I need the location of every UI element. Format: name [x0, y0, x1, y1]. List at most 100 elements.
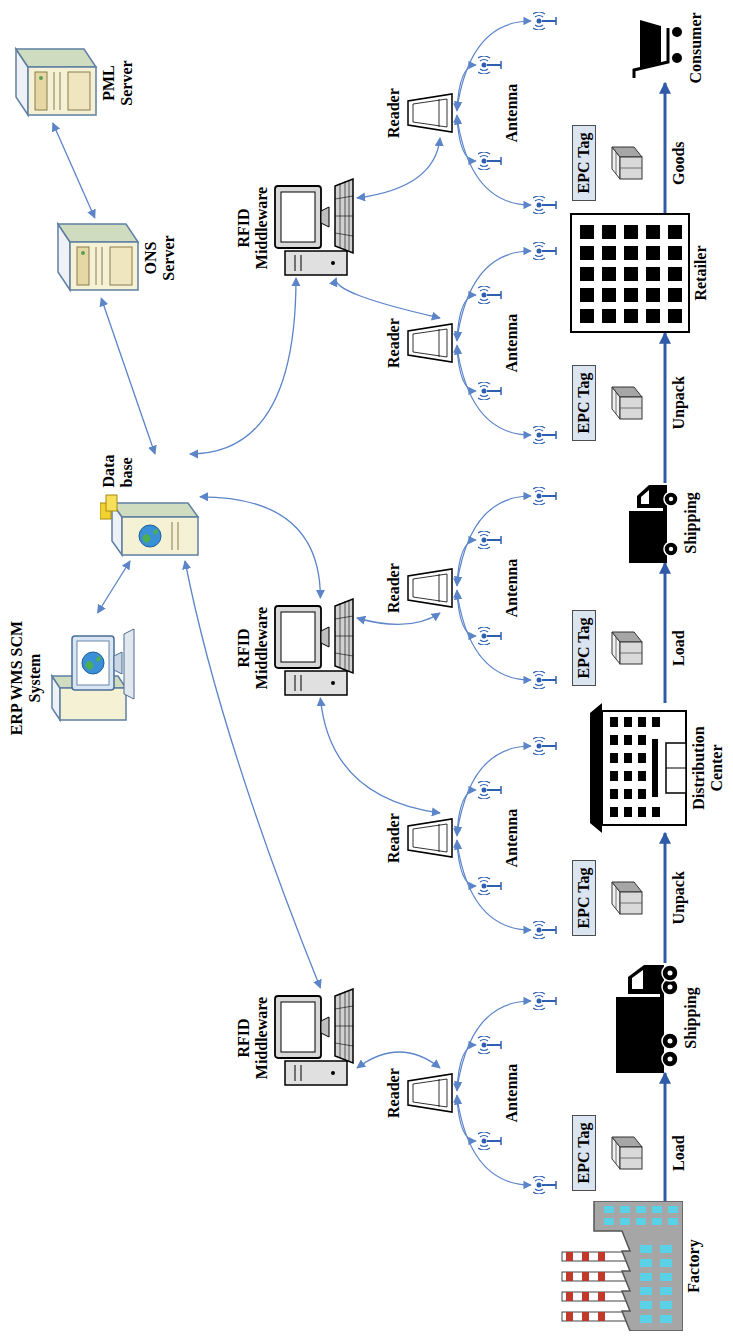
- part-label: Unpack: [670, 376, 688, 429]
- node-label: ONS Server: [142, 235, 178, 280]
- link-arrow: [190, 278, 296, 454]
- reader-node: Reader: [385, 1068, 455, 1118]
- node-icon: [610, 963, 680, 1073]
- node-icon: [52, 629, 134, 720]
- package-icon: [612, 387, 642, 419]
- node-icon: [275, 179, 353, 275]
- middleware-node: RFID Middleware: [235, 988, 357, 1088]
- node-label: EPC Tag: [575, 133, 593, 194]
- node-label: EPC Tag: [575, 868, 593, 929]
- node-icon: [408, 819, 452, 857]
- node-icon: [405, 566, 455, 610]
- node-label: Reader: [385, 88, 403, 138]
- node-icon: [275, 989, 353, 1085]
- part-label: Unpack: [670, 871, 688, 924]
- node-icon: [408, 324, 452, 362]
- antenna-group: [457, 737, 556, 939]
- node-icon: [629, 485, 678, 563]
- link-arrow: [320, 698, 440, 813]
- reader-node: Reader: [385, 88, 455, 138]
- node-icon: [625, 483, 680, 563]
- node-icon: [408, 569, 452, 607]
- link-arrow: [357, 1052, 440, 1068]
- node-label: Consumer: [687, 12, 705, 83]
- database-node: Data base: [100, 455, 200, 562]
- node-icon: [16, 49, 96, 115]
- tag-box: EPC Tag: [572, 365, 596, 442]
- antenna-group: [457, 242, 556, 444]
- node-icon: [408, 94, 452, 132]
- node-label: Data base: [100, 455, 136, 488]
- part-label: Antenna: [503, 1064, 521, 1123]
- node-icon: [630, 18, 685, 78]
- consumer-node: Consumer: [630, 12, 705, 83]
- node-label: Reader: [385, 813, 403, 863]
- flow-arrow: [664, 563, 667, 703]
- node-icon: [8, 43, 98, 123]
- link-arrow: [101, 298, 155, 454]
- part-label: Antenna: [503, 84, 521, 143]
- tag-box: EPC Tag: [572, 860, 596, 937]
- link-arrow: [53, 123, 95, 218]
- antenna-group: [457, 487, 556, 689]
- package-icon: [612, 882, 642, 914]
- part-label: Load: [670, 1135, 688, 1171]
- node-icon: [562, 1201, 683, 1331]
- package-icon: [612, 1137, 642, 1169]
- node-label: EPC Tag: [575, 373, 593, 434]
- node-label: Distribution Center: [690, 726, 726, 810]
- server-node: ONS Server: [50, 218, 178, 298]
- node-label: PML Server: [100, 60, 136, 105]
- flow-arrow: [664, 1073, 667, 1201]
- node-icon: [275, 599, 353, 695]
- part-label: Load: [670, 630, 688, 666]
- retailer-node: Retailer: [570, 213, 710, 333]
- node-icon: [50, 218, 140, 298]
- reader-node: Reader: [385, 813, 455, 863]
- node-icon: [405, 1071, 455, 1115]
- antenna-group: [457, 992, 556, 1194]
- link-arrow: [357, 138, 440, 198]
- flow-arrow: [664, 833, 667, 963]
- link-arrow: [336, 278, 440, 318]
- middleware-node: RFID Middleware: [235, 178, 357, 278]
- tag-box: EPC Tag: [572, 125, 596, 202]
- node-icon: [273, 178, 357, 278]
- reader-node: Reader: [385, 318, 455, 368]
- node-label: Reader: [385, 1068, 403, 1118]
- node-label: ERP WMS SCM System: [8, 613, 44, 743]
- node-label: Reader: [385, 318, 403, 368]
- part-label: Antenna: [503, 559, 521, 618]
- server-node: PML Server: [8, 43, 136, 123]
- tag-box: EPC Tag: [572, 1115, 596, 1192]
- node-icon: [590, 703, 686, 833]
- package-icon: [612, 632, 642, 664]
- link-arrow: [98, 561, 130, 613]
- antenna-group: [457, 12, 556, 214]
- truck-node: Shipping: [610, 963, 700, 1073]
- package-icon: [612, 147, 642, 179]
- node-icon: [588, 703, 688, 833]
- part-label: Antenna: [503, 314, 521, 373]
- flow-arrow: [664, 333, 667, 483]
- flow-arrow: [664, 83, 667, 213]
- node-icon: [634, 20, 682, 78]
- middleware-node: RFID Middleware: [235, 598, 357, 698]
- node-icon: [46, 628, 136, 728]
- node-icon: [273, 988, 357, 1088]
- node-label: RFID Middleware: [235, 187, 271, 269]
- node-icon: [405, 321, 455, 365]
- node-label: Factory: [685, 1239, 703, 1292]
- node-label: RFID Middleware: [235, 997, 271, 1079]
- node-icon: [408, 1074, 452, 1112]
- tag-box: EPC Tag: [572, 610, 596, 687]
- node-icon: [100, 492, 200, 562]
- node-icon: [58, 224, 138, 290]
- part-label: Goods: [670, 141, 688, 185]
- part-label: Antenna: [503, 809, 521, 868]
- node-label: EPC Tag: [575, 618, 593, 679]
- factory-node: Factory: [560, 1201, 703, 1331]
- link-arrow: [357, 613, 440, 624]
- node-icon: [560, 1201, 683, 1331]
